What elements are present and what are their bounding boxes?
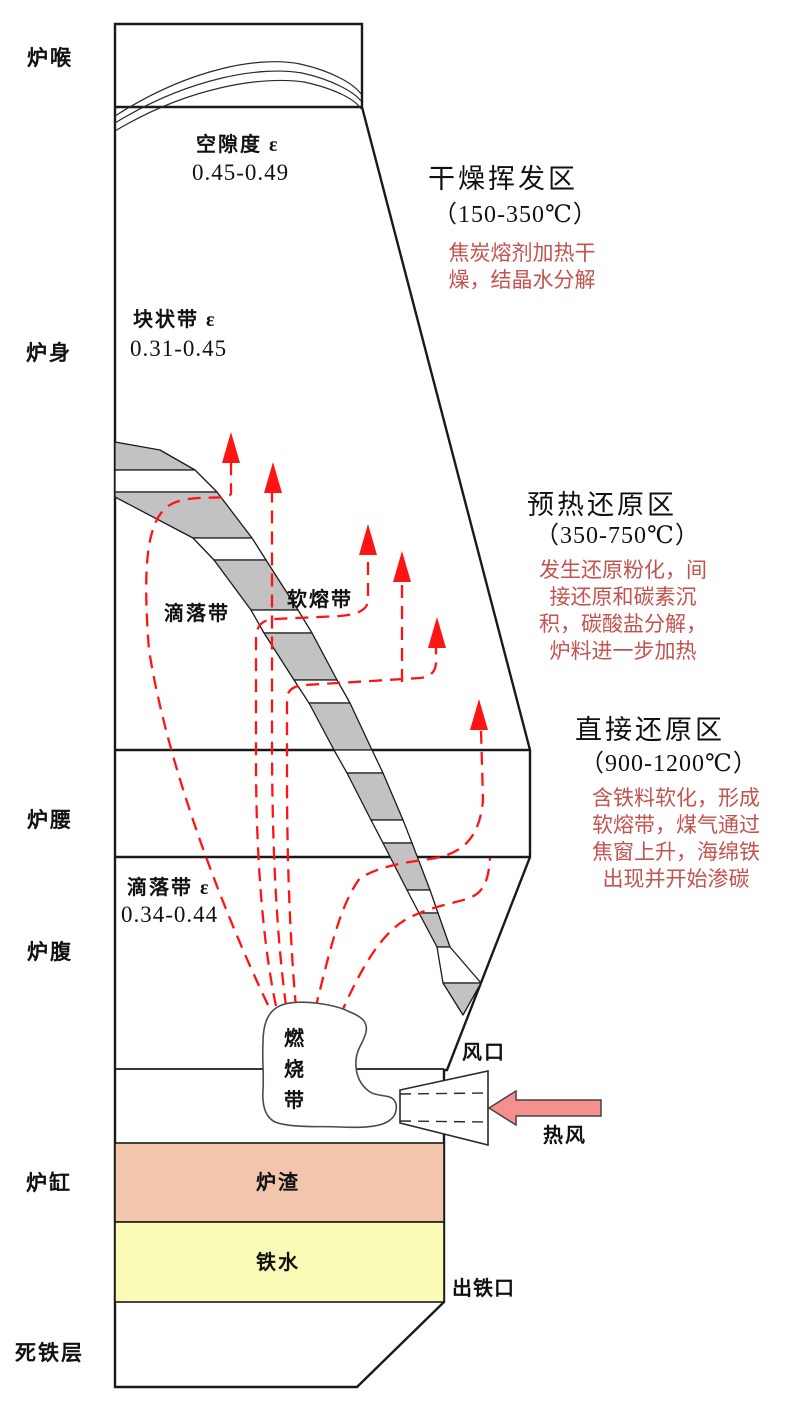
- region-drying-name: 干燥挥发区: [428, 164, 578, 194]
- region-preheat-temp: （350-750℃）: [535, 523, 700, 549]
- gas-flow-paths: [145, 445, 492, 1017]
- porosity-top-label: 空隙度 ε: [196, 134, 280, 156]
- molten-iron-layer: [114, 1221, 445, 1303]
- label-tap-hole: 出铁口: [452, 1278, 515, 1300]
- region-preheat-name: 预热还原区: [527, 490, 677, 520]
- gas-flow-arrowheads: [222, 432, 488, 730]
- region-preheat-note: 发生还原粉化，间 接还原和碳素沉 积，碳酸盐分解， 炉料进一步加热: [539, 558, 707, 663]
- label-molten-iron: 铁水: [256, 1252, 300, 1274]
- porosity-lumpy-label: 块状带 ε: [133, 309, 217, 331]
- label-slag: 炉渣: [256, 1172, 300, 1194]
- region-direct-name: 直接还原区: [575, 715, 725, 745]
- label-furnace-hearth: 炉缸: [26, 1171, 72, 1195]
- porosity-top-value: 0.45-0.49: [192, 160, 290, 185]
- tuyere-nozzle: [399, 1070, 489, 1147]
- label-cohesive-zone: 软熔带: [287, 589, 353, 611]
- label-tuyere: 风口: [462, 1042, 506, 1064]
- label-furnace-bosh: 炉腹: [27, 940, 73, 964]
- raceway-outline: [261, 1001, 398, 1129]
- label-combustion-zone: 燃 烧 带: [284, 1028, 304, 1112]
- region-direct-temp: （900-1200℃）: [580, 751, 758, 777]
- region-drying-note: 焦炭熔剂加热干 燥，结晶水分解: [448, 241, 596, 292]
- burden-surface-lines: [114, 61, 362, 132]
- hot-blast-arrow-icon: [487, 1089, 602, 1127]
- label-dead-iron-layer: 死铁层: [15, 1341, 84, 1365]
- label-furnace-throat: 炉喉: [27, 46, 73, 70]
- label-furnace-shaft: 炉身: [26, 341, 72, 365]
- label-hot-blast: 热风: [543, 1125, 587, 1147]
- label-furnace-waist: 炉腰: [27, 808, 73, 832]
- slag-layer: [114, 1142, 445, 1223]
- label-dripping-zone: 滴落带: [164, 603, 230, 625]
- porosity-lumpy-value: 0.31-0.45: [130, 336, 228, 361]
- porosity-drip-label: 滴落带 ε: [127, 877, 211, 899]
- region-drying-temp: （150-350℃）: [433, 202, 598, 228]
- region-direct-note: 含铁料软化，形成 软熔带，煤气通过 焦窗上升，海绵铁 出现并开始渗碳: [592, 786, 760, 891]
- porosity-drip-value: 0.34-0.44: [121, 902, 219, 927]
- cohesive-zone-band: [114, 441, 482, 1016]
